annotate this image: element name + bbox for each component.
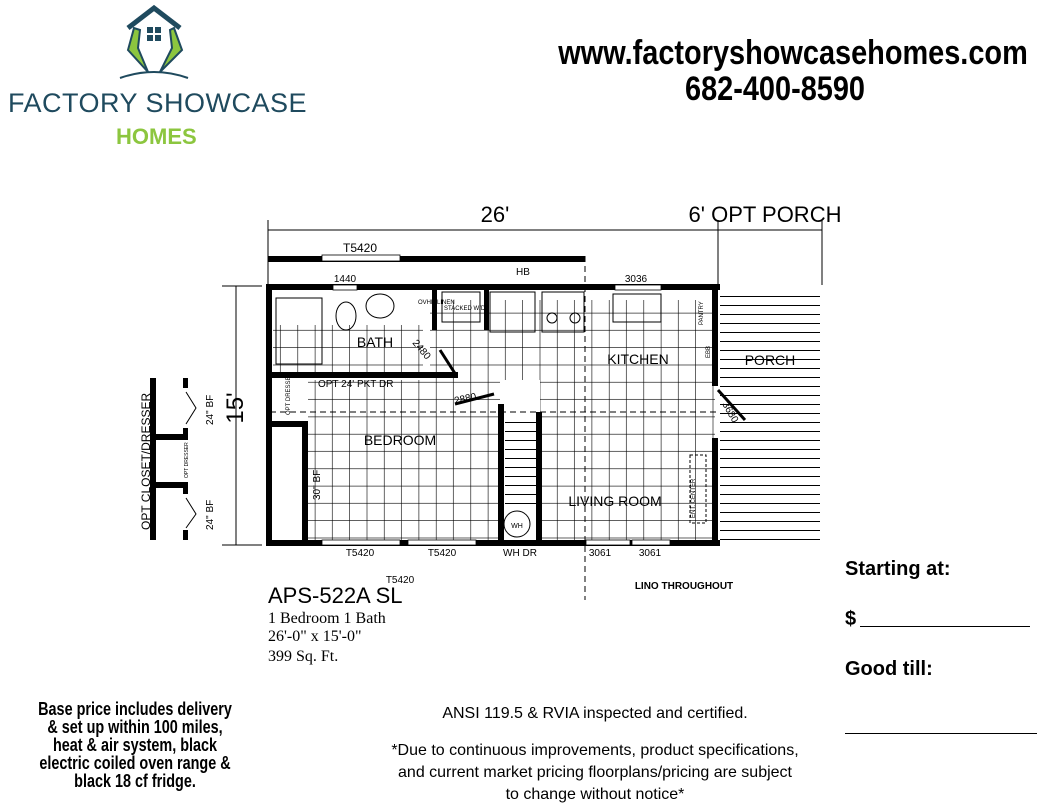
starting-at-label: Starting at: (845, 558, 951, 580)
opt-closet-detail: OPT CLOSET/DRESSER 24" BF 24" BF OPT DRE… (139, 378, 216, 540)
model-name: APS-522A SL (268, 583, 403, 608)
window-label: 3061 (589, 548, 612, 559)
brand-name: FACTORY SHOWCASE (8, 88, 308, 118)
window-label: T5420 (346, 548, 375, 559)
water-heater-label: WH (511, 523, 523, 530)
fridge-icon (489, 291, 536, 333)
price-line (860, 626, 1030, 627)
good-till-label: Good till: (845, 658, 933, 680)
room-label-kitchen: KITCHEN (607, 351, 668, 367)
entertainment-center-label: ENT. CENTER (691, 478, 697, 518)
disclaimer-line: *Due to continuous improvements, product… (391, 742, 799, 759)
model-sqft: 399 Sq. Ft. (268, 648, 339, 665)
currency-symbol: $ (845, 608, 857, 630)
left-hand-icon (126, 26, 149, 73)
website-url[interactable]: www.factoryshowcasehomes.com (558, 34, 1028, 72)
model-rooms: 1 Bedroom 1 Bath (268, 610, 386, 627)
dresser-label: OPT DRESSER (286, 371, 292, 415)
width-dimension: 26' (481, 202, 510, 227)
right-hand-icon (159, 26, 184, 73)
room-label-porch: PORCH (745, 352, 796, 368)
range-icon (541, 291, 585, 333)
good-till-line (845, 733, 1037, 734)
disclaimer: *Due to continuous improvements, product… (360, 740, 830, 806)
window-label: 3036 (625, 274, 648, 285)
toilet-icon (335, 301, 357, 331)
bifold-label: 24" BF (205, 395, 216, 425)
kitchen-sink-icon (612, 293, 662, 323)
company-logo (119, 4, 189, 79)
dresser-label: OPT DRESSER (184, 442, 190, 478)
certification-note: ANSI 119.5 & RVIA inspected and certifie… (442, 705, 748, 722)
water-heater-icon (503, 510, 531, 538)
note-line: heat & air system, black (52, 735, 218, 755)
opt-closet-title: OPT CLOSET/DRESSER (139, 393, 153, 530)
note-line: electric coiled oven range & (39, 753, 231, 773)
window-label: 1440 (334, 274, 357, 285)
bifold-label: 30" BF (312, 470, 323, 500)
washer-dryer-icon (441, 291, 481, 323)
door-label: 2880 (453, 391, 477, 406)
bifold-label: 24" BF (205, 500, 216, 530)
room-label-living-room: LIVING ROOM (568, 493, 661, 509)
note-line: & set up within 100 miles, (47, 717, 223, 737)
note-line: black 18 cf fridge. (74, 771, 196, 791)
window-label: T5420 (386, 575, 415, 586)
pocket-door-label: OPT 24' PKT DR (318, 379, 393, 390)
base-price-note: Base price includes delivery & set up wi… (27, 700, 243, 790)
pantry-label: PANTRY (699, 301, 705, 325)
door-label: WH DR (503, 548, 537, 559)
note-line: Base price includes delivery (38, 699, 232, 719)
phone-number[interactable]: 682-400-8590 (685, 70, 865, 108)
room-label-bedroom: BEDROOM (364, 432, 436, 448)
flooring-note: LINO THROUGHOUT (635, 581, 733, 592)
shower-icon (275, 297, 323, 365)
hose-bib-label: HB (516, 267, 530, 278)
roof-icon (126, 4, 182, 30)
porch-dimension: 6' OPT PORCH (689, 202, 842, 227)
window-label: T5420 (428, 548, 457, 559)
disclaimer-line: to change without notice* (505, 786, 685, 803)
ebb-label: EBB (706, 346, 712, 358)
model-size: 26'-0" x 15'-0" (268, 628, 362, 645)
window-label: 3061 (639, 548, 662, 559)
linen-label: OVHD LINEN (418, 300, 455, 306)
room-label-bath: BATH (357, 334, 393, 350)
sink-icon (365, 293, 395, 319)
washer-dryer-label: STACKED W/D (444, 306, 486, 312)
brand-subname: HOMES (116, 124, 197, 149)
window-label: T5420 (343, 241, 377, 255)
disclaimer-line: and current market pricing floorplans/pr… (398, 764, 792, 781)
